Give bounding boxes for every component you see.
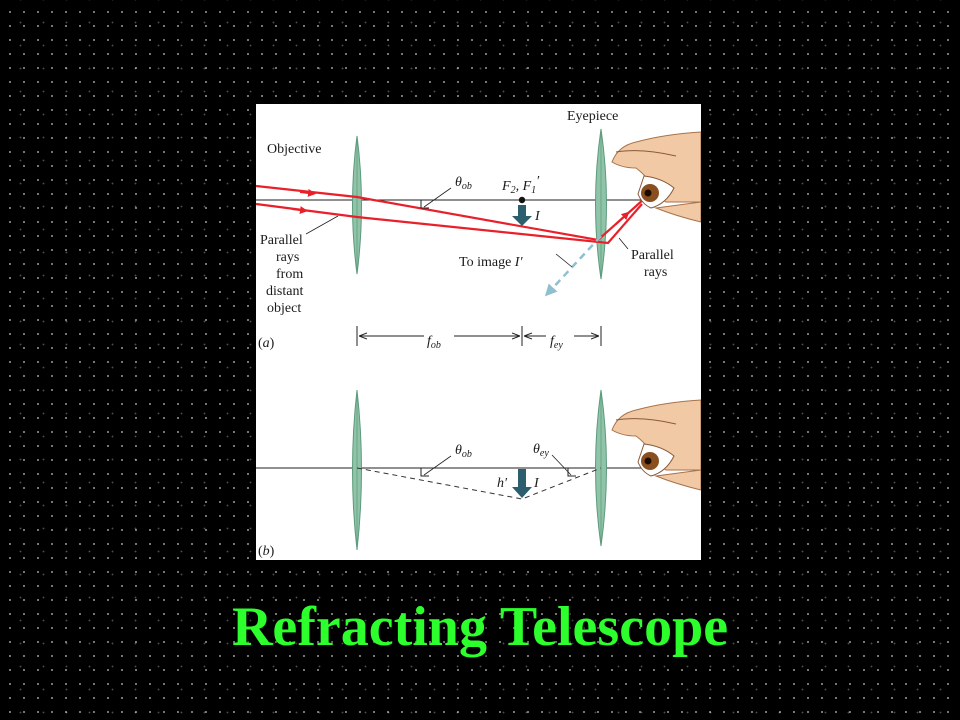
f-ob-label: fob — [427, 334, 441, 351]
parallel-rays-leader — [618, 237, 629, 250]
focal-point-dot — [518, 196, 526, 204]
to-image-label: To image I′ — [459, 255, 523, 270]
h-prime-label: h′ — [497, 476, 508, 491]
theta-ob-label-b: θob — [455, 443, 472, 460]
theta-ob-marker-a — [420, 200, 429, 209]
theta-ey-leader-b — [551, 454, 572, 476]
image-label-b: I — [533, 476, 540, 491]
rays-line-3: from — [276, 267, 303, 282]
theta-ey-label-b: θey — [533, 442, 549, 459]
eye-rays-line-1: Parallel — [631, 248, 674, 263]
image-arrow-a-head — [512, 216, 532, 226]
theta-ey-marker-b — [567, 468, 576, 477]
theta-ob-marker-b — [420, 468, 429, 477]
rays-line-5: object — [267, 301, 301, 316]
telescope-diagram: Objective Eyepiece θob F2, F1′ I Paralle… — [256, 104, 701, 560]
image-arrow-b-head — [512, 487, 532, 498]
eye-rays-line-2: rays — [644, 265, 667, 280]
theta-ob-leader-a — [423, 187, 452, 208]
eye-illustration-b — [611, 399, 701, 491]
virtual-image-ray — [544, 235, 602, 297]
parallel-rays — [256, 184, 645, 245]
rays-line-2: rays — [276, 250, 299, 265]
panel-b-tag: (b) — [258, 544, 275, 559]
slide-title: Refracting Telescope — [231, 596, 729, 658]
image-arrow-b-shaft — [518, 469, 526, 488]
chief-ray-dashed — [356, 467, 602, 500]
to-image-leader — [555, 253, 573, 268]
image-arrow-a-shaft — [518, 205, 526, 217]
theta-ob-leader-b — [423, 455, 452, 476]
panel-a-tag: (a) — [258, 336, 275, 351]
rays-line-4: distant — [266, 284, 303, 299]
focal-length-dimensions — [356, 326, 602, 346]
image-label-a: I — [534, 209, 541, 224]
theta-ob-label-a: θob — [455, 175, 472, 192]
ray-arrow-3 — [615, 211, 630, 225]
rays-line-1: Parallel — [260, 233, 303, 248]
eyepiece-label: Eyepiece — [567, 109, 618, 124]
rays-leader — [305, 215, 339, 235]
diagram-svg: Objective Eyepiece θob F2, F1′ I Paralle… — [256, 109, 701, 559]
rays-from-object-label: Parallel rays from distant object — [260, 233, 303, 316]
f-ey-label: fey — [550, 334, 563, 351]
eye-illustration-a — [611, 131, 701, 223]
objective-label: Objective — [267, 142, 321, 157]
ray-arrow-1 — [299, 188, 316, 197]
ray-arrow-2 — [291, 206, 308, 215]
focal-points-label: F2, F1′ — [501, 174, 540, 196]
